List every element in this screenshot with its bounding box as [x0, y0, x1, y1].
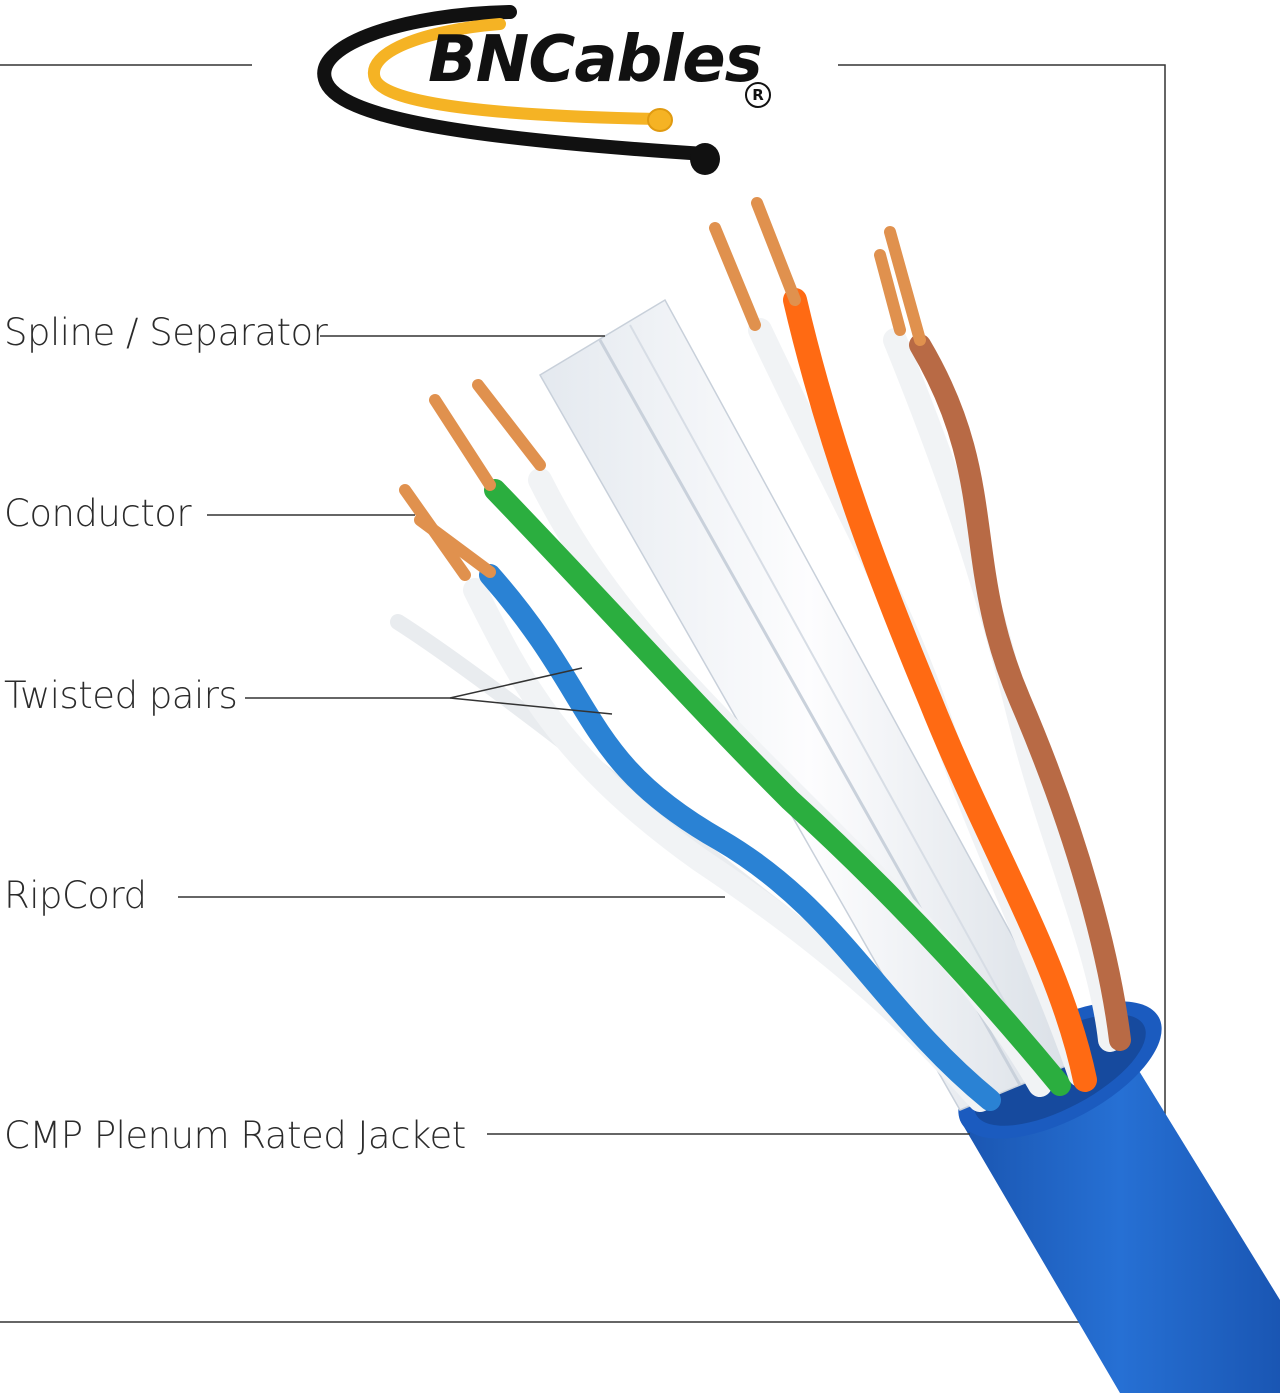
registered-mark-icon: R — [745, 82, 771, 108]
blue-pair — [463, 564, 1001, 1112]
leader-lines — [178, 335, 970, 1135]
label-conductor: Conductor — [4, 492, 192, 535]
green-pair — [484, 468, 1071, 1097]
label-spline-separator: Spline / Separator — [4, 311, 328, 354]
logo-wordmark: BNCables — [428, 23, 763, 97]
orange-pair — [748, 288, 1097, 1092]
frame-border — [0, 64, 1166, 1323]
label-cmp-jacket: CMP Plenum Rated Jacket — [4, 1114, 466, 1157]
label-twisted-pairs: Twisted pairs — [4, 674, 238, 717]
label-ripcord: RipCord — [4, 874, 147, 917]
brand-logo: BNCables R — [315, 4, 785, 194]
copper-conductors — [399, 197, 926, 581]
logo-swoosh-icon — [317, 5, 720, 175]
brown-pair — [883, 328, 1131, 1052]
